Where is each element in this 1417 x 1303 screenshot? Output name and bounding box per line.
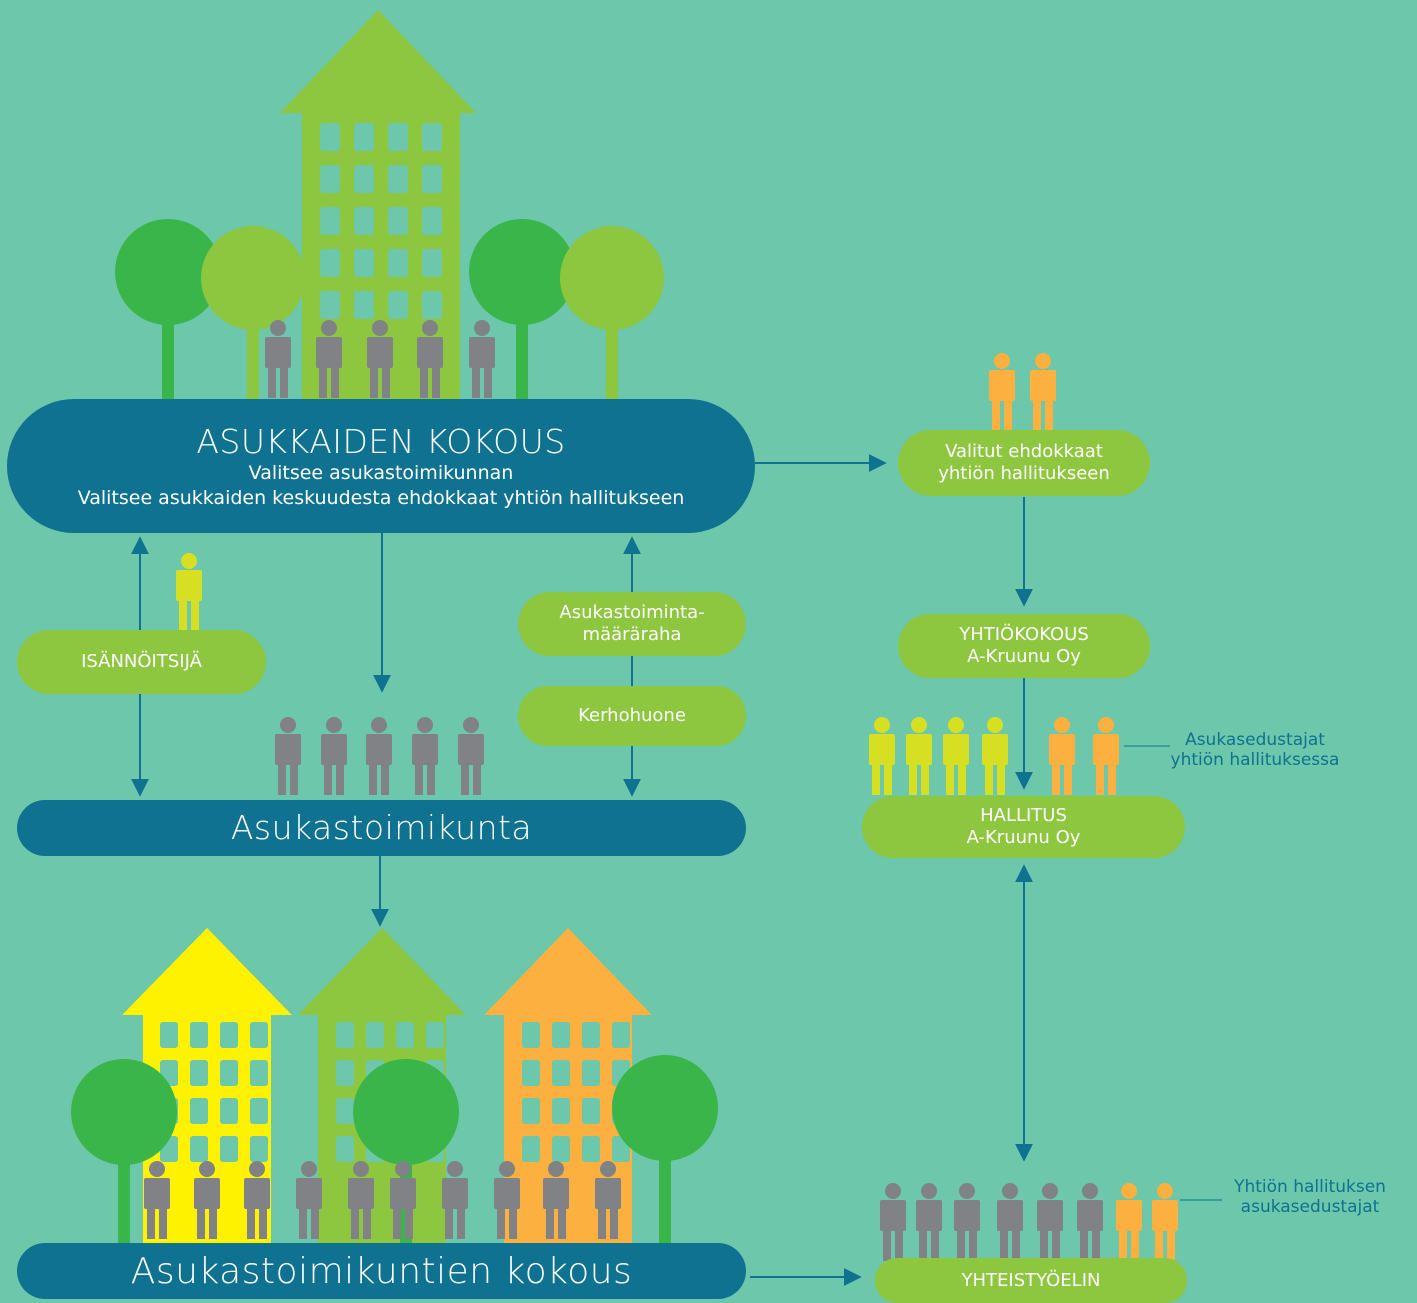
window bbox=[190, 1136, 208, 1162]
window bbox=[220, 1060, 238, 1086]
manager-person bbox=[176, 553, 202, 631]
candidate-persons bbox=[989, 353, 1056, 431]
cooperation-callout-line2: asukasedustajat bbox=[1240, 1196, 1380, 1217]
window bbox=[320, 291, 340, 319]
cooperation-box: YHTEISTYÖELIN bbox=[875, 1258, 1187, 1303]
funding-box: Asukastoiminta- määräraha bbox=[518, 592, 746, 656]
window bbox=[582, 1060, 600, 1086]
window bbox=[552, 1022, 570, 1048]
window bbox=[190, 1022, 208, 1048]
window bbox=[522, 1098, 540, 1124]
window bbox=[354, 123, 374, 151]
cooperation-callout-line1: Yhtiön hallituksen bbox=[1234, 1177, 1386, 1197]
candidates-line2: yhtiön hallitukseen bbox=[938, 463, 1110, 484]
window bbox=[422, 291, 442, 319]
window bbox=[336, 1136, 354, 1162]
window bbox=[552, 1060, 570, 1086]
window bbox=[582, 1136, 600, 1162]
manager-label: ISÄNNÖITSIJÄ bbox=[81, 651, 202, 673]
committee-title: Asukastoimikunta bbox=[230, 808, 533, 848]
window bbox=[320, 165, 340, 193]
window bbox=[250, 1060, 268, 1086]
board-box: HALLITUS A-Kruunu Oy bbox=[862, 796, 1185, 858]
window bbox=[422, 249, 442, 277]
window bbox=[354, 207, 374, 235]
window bbox=[190, 1060, 208, 1086]
window bbox=[396, 1022, 414, 1048]
candidates-line1: Valitut ehdokkaat bbox=[945, 441, 1103, 463]
window bbox=[426, 1022, 444, 1048]
company-meeting-line1: YHTIÖKOKOUS bbox=[959, 624, 1089, 646]
committees-meeting-title: Asukastoimikuntien kokous bbox=[130, 1250, 633, 1292]
window bbox=[552, 1136, 570, 1162]
window bbox=[336, 1098, 354, 1124]
window bbox=[320, 123, 340, 151]
top-trees bbox=[115, 219, 664, 410]
window bbox=[366, 1022, 384, 1048]
cooperation-callout: Yhtiön hallituksen asukasedustajat bbox=[1205, 1177, 1415, 1217]
window bbox=[320, 249, 340, 277]
window bbox=[354, 291, 374, 319]
board-callout: Asukasedustajat yhtiön hallituksessa bbox=[1145, 730, 1365, 770]
window bbox=[522, 1022, 540, 1048]
committee-box: Asukastoimikunta bbox=[17, 800, 746, 856]
window bbox=[388, 123, 408, 151]
window bbox=[522, 1060, 540, 1086]
company-meeting-line2: A-Kruunu Oy bbox=[967, 646, 1081, 667]
window bbox=[522, 1136, 540, 1162]
window bbox=[388, 249, 408, 277]
window bbox=[582, 1098, 600, 1124]
club-room-label: Kerhohuone bbox=[578, 705, 686, 727]
window bbox=[336, 1022, 354, 1048]
window bbox=[250, 1136, 268, 1162]
main-meeting-line1: Valitsee asukastoimikunnan bbox=[248, 462, 514, 485]
board-line2: A-Kruunu Oy bbox=[966, 827, 1081, 848]
window bbox=[422, 123, 442, 151]
window bbox=[354, 165, 374, 193]
window bbox=[220, 1098, 238, 1124]
window bbox=[220, 1136, 238, 1162]
board-callout-line1: Asukasedustajat bbox=[1185, 730, 1325, 750]
window bbox=[388, 291, 408, 319]
committees-meeting-box: Asukastoimikuntien kokous bbox=[17, 1243, 746, 1299]
window bbox=[612, 1022, 630, 1048]
window bbox=[552, 1098, 570, 1124]
window bbox=[336, 1060, 354, 1086]
window bbox=[190, 1098, 208, 1124]
candidates-box: Valitut ehdokkaat yhtiön hallitukseen bbox=[898, 430, 1150, 496]
main-meeting-box: ASUKKAIDEN KOKOUS Valitsee asukastoimiku… bbox=[7, 399, 755, 533]
cooperation-members bbox=[880, 1183, 1178, 1261]
main-meeting-line2: Valitsee asukkaiden keskuudesta ehdokkaa… bbox=[77, 486, 685, 509]
window bbox=[422, 207, 442, 235]
funding-line2: määräraha bbox=[582, 624, 682, 645]
main-meeting-title: ASUKKAIDEN KOKOUS bbox=[196, 421, 566, 461]
top-building-windows bbox=[320, 123, 442, 319]
window bbox=[354, 249, 374, 277]
window bbox=[160, 1022, 178, 1048]
manager-box: ISÄNNÖITSIJÄ bbox=[17, 630, 266, 694]
window bbox=[388, 165, 408, 193]
funding-line1: Asukastoiminta- bbox=[559, 602, 705, 624]
board-callout-line2: yhtiön hallituksessa bbox=[1170, 749, 1340, 770]
bottom-trees bbox=[71, 1055, 718, 1250]
bottom-building-windows bbox=[160, 1022, 630, 1162]
board-line1: HALLITUS bbox=[980, 805, 1067, 827]
window bbox=[388, 207, 408, 235]
club-room-box: Kerhohuone bbox=[518, 686, 746, 746]
window bbox=[582, 1022, 600, 1048]
window bbox=[250, 1098, 268, 1124]
window bbox=[320, 207, 340, 235]
window bbox=[220, 1022, 238, 1048]
committee-members bbox=[275, 717, 484, 795]
board-members bbox=[869, 717, 1119, 795]
window bbox=[250, 1022, 268, 1048]
window bbox=[422, 165, 442, 193]
cooperation-label: YHTEISTYÖELIN bbox=[961, 1269, 1101, 1291]
company-meeting-box: YHTIÖKOKOUS A-Kruunu Oy bbox=[898, 614, 1150, 678]
